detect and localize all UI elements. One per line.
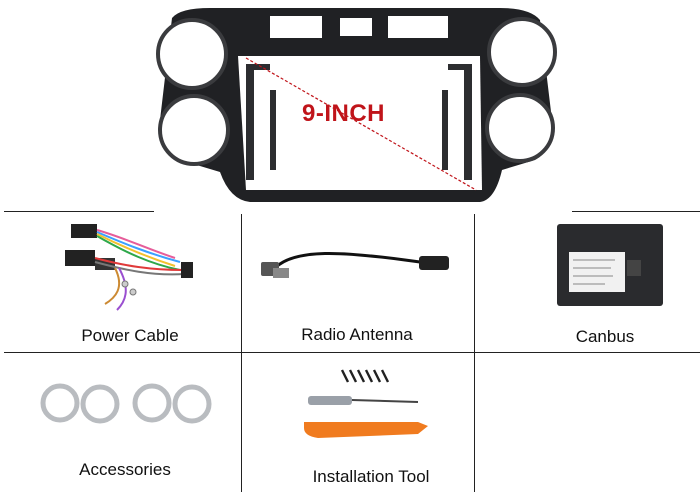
- antenna-adapter-icon: [261, 252, 449, 278]
- accessories-image: [36, 378, 216, 428]
- installation-tool-label: Installation Tool: [312, 467, 430, 486]
- ring-accessories-icon: [40, 383, 212, 424]
- power-cable-label: Power Cable: [81, 326, 179, 345]
- divider-top-right: [572, 211, 700, 212]
- dash-frame: [150, 0, 560, 212]
- canbus-label: Canbus: [575, 327, 635, 346]
- canbus-box-icon: [557, 224, 663, 306]
- frame-size-label: 9-INCH: [302, 100, 386, 127]
- installation-tool-image: [298, 366, 438, 440]
- divider-col-2: [474, 214, 475, 492]
- power-cable-image: [55, 218, 205, 318]
- radio-antenna-label: Radio Antenna: [301, 325, 413, 344]
- radio-antenna-image: [255, 238, 455, 298]
- canbus-image: [555, 222, 665, 308]
- divider-col-1: [241, 214, 242, 492]
- wiring-harness-icon: [65, 224, 193, 311]
- divider-middle: [4, 352, 700, 353]
- divider-top-left: [4, 211, 154, 212]
- accessories-label: Accessories: [79, 460, 171, 479]
- tools-icon: [304, 369, 428, 438]
- dash-frame-icon: [156, 8, 557, 202]
